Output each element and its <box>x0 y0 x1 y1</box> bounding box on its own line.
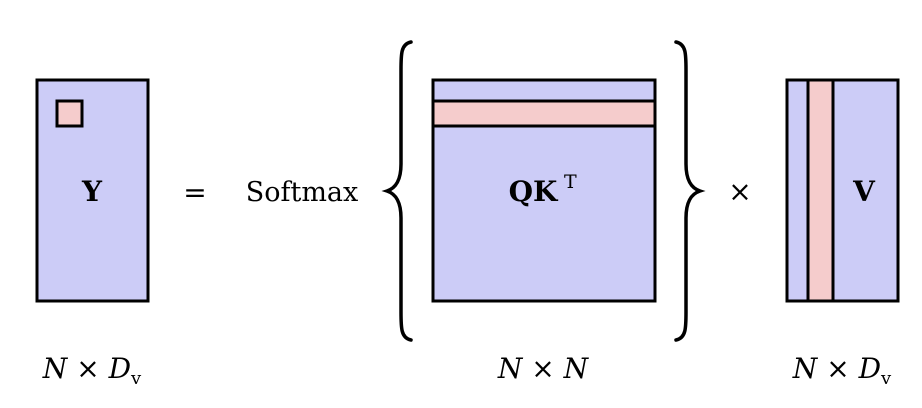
v-column-highlight <box>806 78 835 303</box>
multiply-sign: × <box>728 175 751 208</box>
qk-dimension-label: N × N <box>497 352 590 385</box>
y-element-highlight <box>55 99 84 128</box>
y-dim-n: N <box>42 352 69 385</box>
qk-row-highlight <box>431 99 657 128</box>
y-matrix: Y <box>35 78 150 303</box>
v-symbol: V <box>852 175 876 208</box>
softmax-label: Softmax <box>246 177 359 208</box>
v-dim-times: × <box>826 352 849 385</box>
y-dim-d: D <box>108 352 131 385</box>
qk-dim-m: N <box>563 352 590 385</box>
v-matrix-body <box>785 78 900 303</box>
equals-sign: = <box>183 176 206 209</box>
y-symbol: Y <box>81 175 103 208</box>
right-brace <box>674 40 706 342</box>
qk-dim-times: × <box>531 352 554 385</box>
y-dim-times: × <box>76 352 99 385</box>
y-dimension-label: N × Dv <box>42 352 142 389</box>
y-dim-sub: v <box>130 368 142 389</box>
v-dimension-label: N × Dv <box>792 352 892 389</box>
qk-matrix: QK T <box>431 78 657 303</box>
v-dim-n: N <box>792 352 819 385</box>
v-dim-sub: v <box>880 368 892 389</box>
v-dim-d: D <box>858 352 881 385</box>
qk-transpose-superscript: T <box>564 171 577 193</box>
qk-dim-n: N <box>497 352 524 385</box>
qk-symbol: QK <box>509 175 559 208</box>
v-matrix: V <box>785 78 900 303</box>
left-brace <box>381 40 413 342</box>
